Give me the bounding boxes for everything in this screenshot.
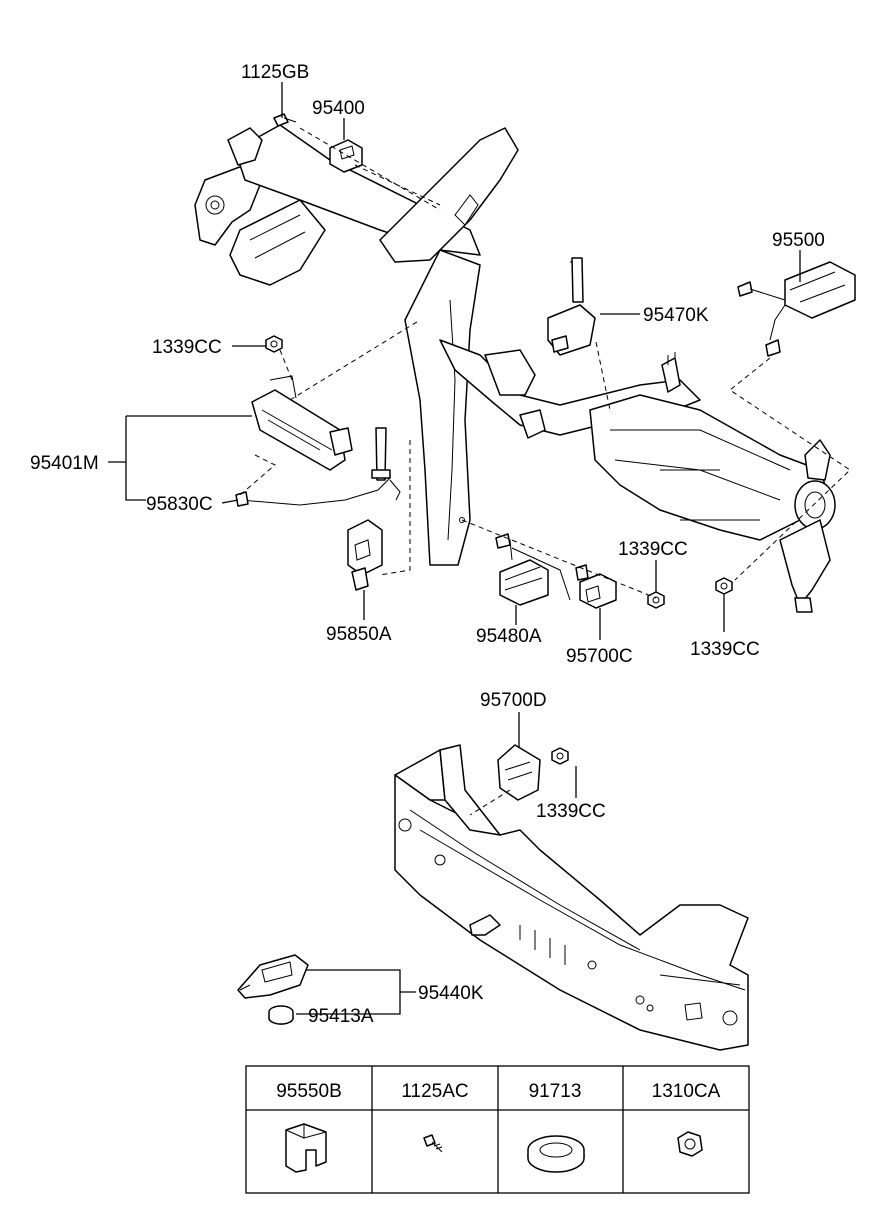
label-95480a: 95480A [476,626,542,647]
label-1339cc-c: 1339CC [690,639,760,660]
nut-1310ca-icon [677,1131,703,1157]
rear-panel-assembly [394,744,749,1051]
key-fob-95440k-icon [237,954,309,999]
label-95700c: 95700C [566,646,633,667]
nut-1339cc-c-icon [715,577,733,595]
label-95470k: 95470K [643,305,709,326]
sensor-95470k-icon [547,257,596,356]
module-95700d-icon [497,744,541,801]
screw-1125ac-icon [423,1134,443,1153]
leader-lines [108,82,801,1015]
legend-table: 95550B 1125AC 91713 1310CA [245,1065,750,1194]
install-guide-lines-bottom [469,789,511,816]
label-95401m: 95401M [30,453,99,474]
nut-1339cc-b-icon [647,591,665,609]
label-95440k: 95440K [418,983,484,1004]
part-labels: 1125GB 95400 95500 1339CC 95470K 95401M … [30,62,825,1027]
label-1339cc-b: 1339CC [618,539,688,560]
module-95700c-icon [575,564,617,609]
module-95480a-icon [495,533,571,606]
table-header-1310ca: 1310CA [652,1081,721,1102]
label-95700d: 95700D [480,690,547,711]
module-95400-icon [329,139,363,173]
table-header-91713: 91713 [529,1081,582,1102]
bolt-1125gb-icon [273,113,297,127]
cap-95413a-icon [268,1005,294,1025]
cowl-crossmember-assembly [194,124,836,613]
label-95830c: 95830C [146,494,213,515]
nut-1339cc-a-icon [265,335,283,353]
grommet-91713-icon [527,1135,585,1173]
label-95400: 95400 [312,98,365,119]
clip-95550b-icon [285,1123,327,1173]
label-1125gb: 1125GB [241,62,309,83]
sensor-95850a-icon [347,519,383,591]
nut-1339cc-d-icon [551,747,569,765]
table-header-95550b: 95550B [276,1081,342,1102]
label-95850a: 95850A [326,624,392,645]
control-unit-95401m-icon [251,375,353,471]
label-95500: 95500 [772,230,825,251]
install-guide-lines-top [239,127,851,599]
table-header-1125ac: 1125AC [401,1081,468,1102]
label-1339cc-d: 1339CC [536,801,606,822]
module-95500-icon [737,261,856,357]
label-1339cc-a: 1339CC [152,337,222,358]
label-95413a: 95413A [308,1006,374,1027]
